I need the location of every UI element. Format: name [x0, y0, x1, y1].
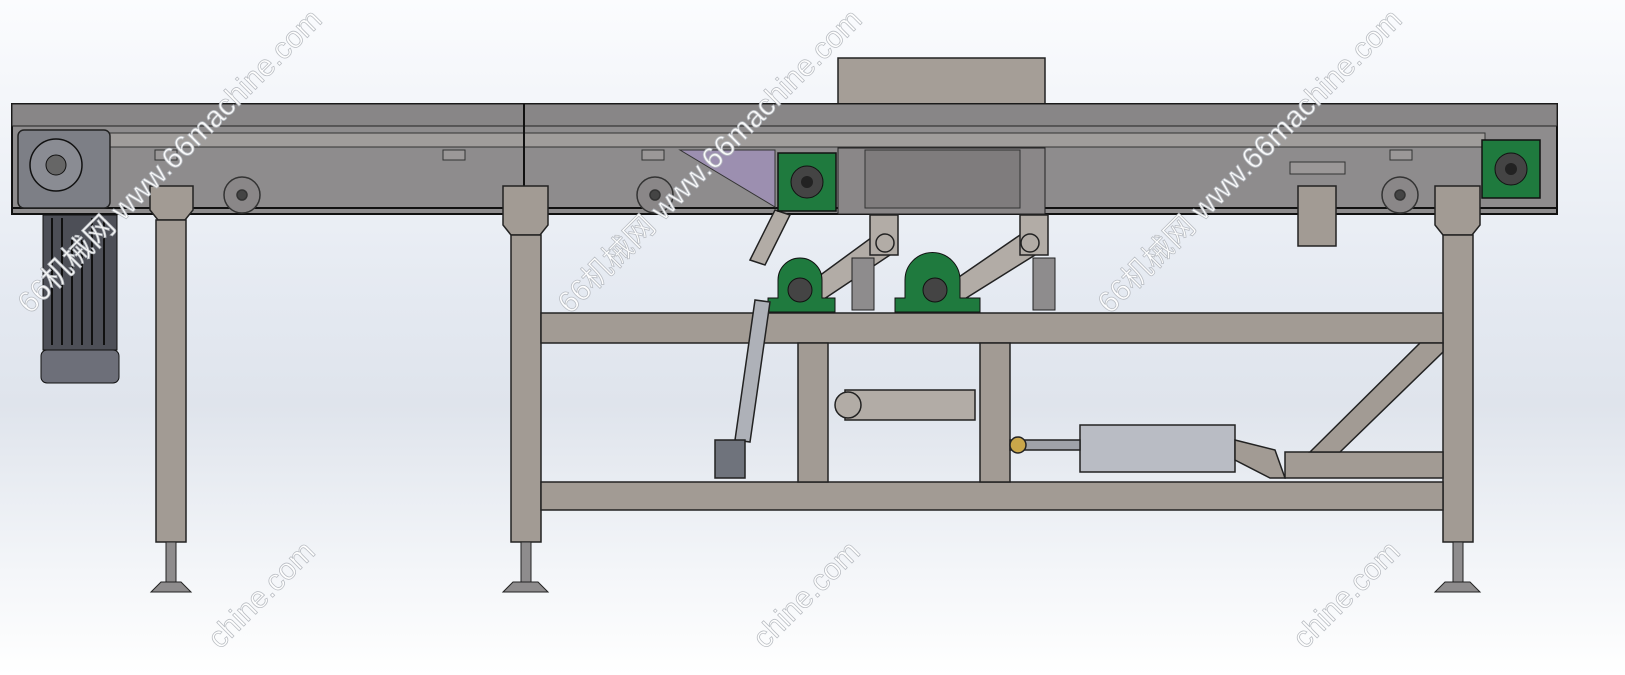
hopper-box: [837, 57, 1046, 107]
svg-text:chine.com: chine.com: [1287, 535, 1407, 655]
leveling-feet: [149, 541, 1482, 593]
flange-bearings: [777, 139, 1541, 212]
pillow-block-bearings: [767, 252, 981, 313]
guide-plate: [678, 149, 776, 208]
svg-text:chine.com: chine.com: [747, 535, 867, 655]
frame-slots: [154, 149, 1413, 175]
idler-rollers: [223, 176, 1419, 214]
springs: [851, 257, 1056, 311]
gearbox: [17, 129, 111, 209]
drive-motor: [40, 214, 120, 384]
svg-text:chine.com: chine.com: [202, 535, 322, 655]
support-legs: [149, 185, 1481, 543]
pneumatic-cylinders: [714, 299, 1287, 479]
lift-frame: [540, 312, 1444, 511]
